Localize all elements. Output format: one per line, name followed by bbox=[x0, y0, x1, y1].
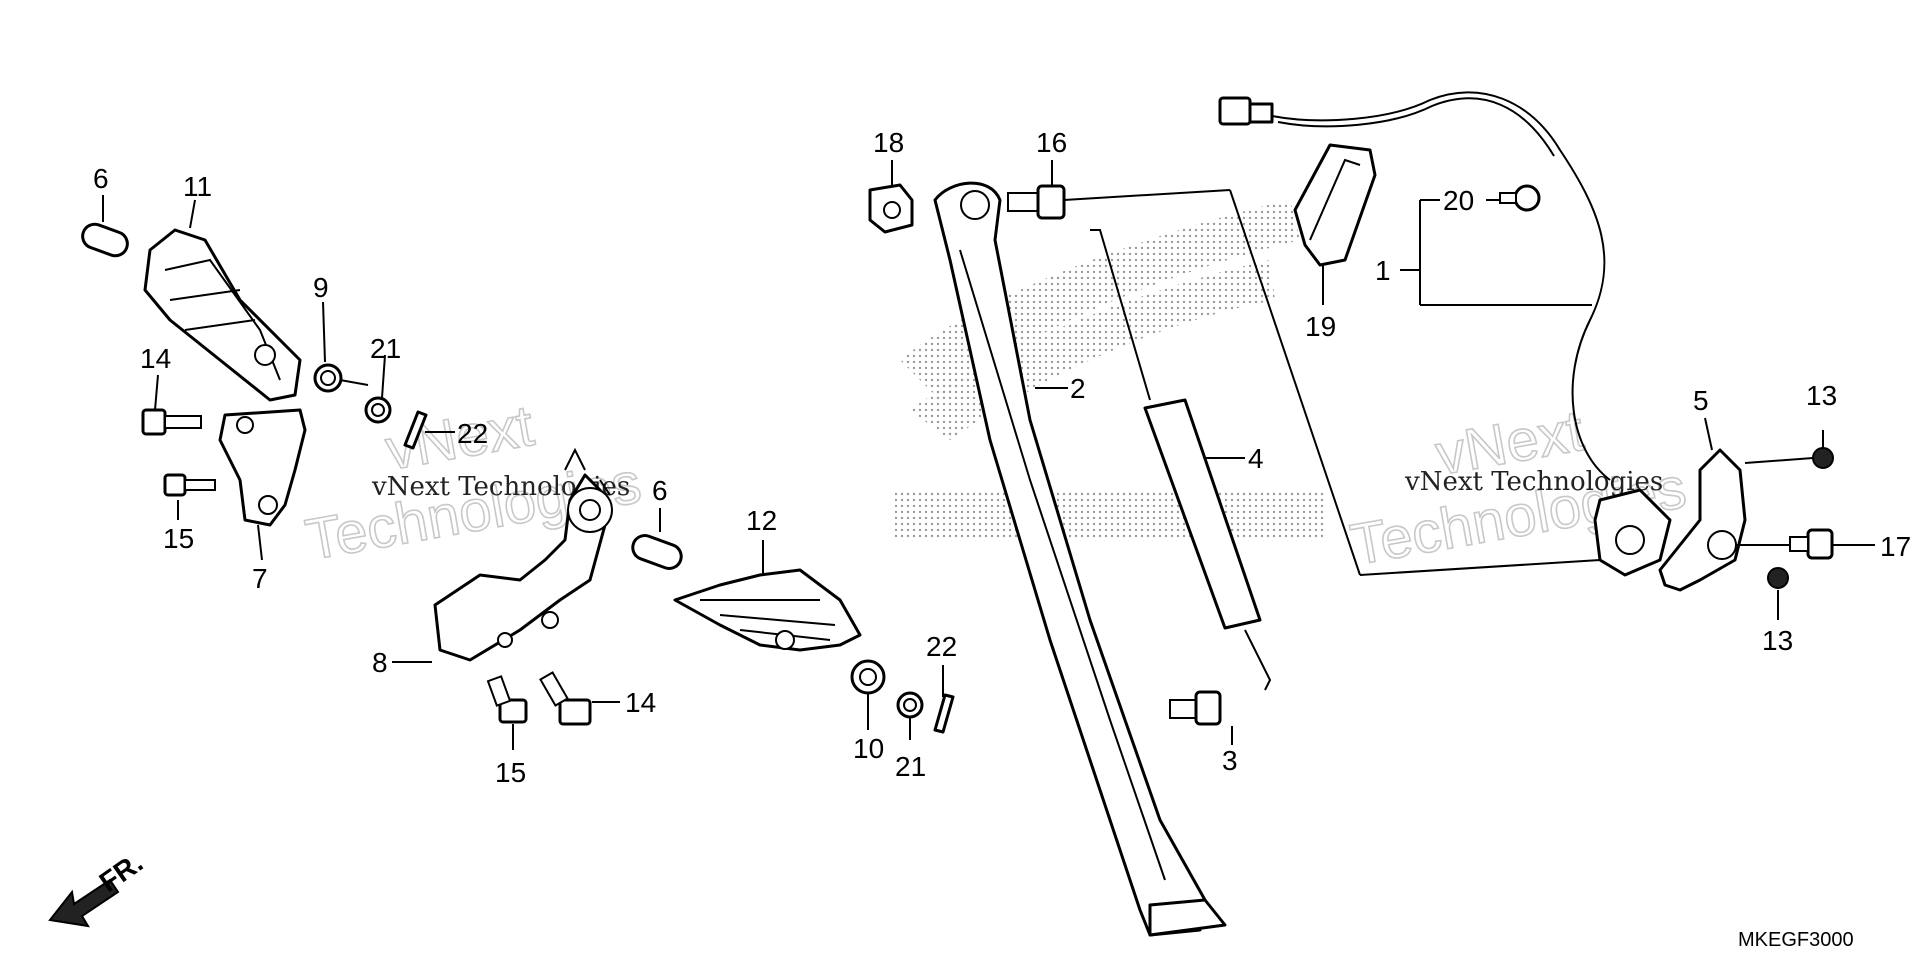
part-15-bolt-left-upper bbox=[163, 473, 216, 497]
callout-4: 4 bbox=[1248, 443, 1264, 474]
part-22-cotter-pin-right bbox=[933, 693, 955, 734]
callout-16: 16 bbox=[1036, 127, 1067, 158]
part-1-sidestand-switch-harness bbox=[1218, 91, 1611, 481]
part-switch-body bbox=[1593, 488, 1672, 577]
part-14-bolt-left-upper bbox=[141, 408, 202, 436]
part-21-washer-right bbox=[896, 691, 924, 719]
leader-lines bbox=[102, 160, 1875, 750]
part-4-spring bbox=[1090, 229, 1272, 691]
callout-15-upper: 15 bbox=[163, 523, 194, 554]
part-6-pin-left bbox=[81, 222, 129, 258]
callout-9: 9 bbox=[313, 272, 329, 303]
callout-21-left: 21 bbox=[370, 333, 401, 364]
front-arrow-icon bbox=[48, 878, 120, 928]
callout-21-right: 21 bbox=[895, 751, 926, 782]
part-21-washer-left bbox=[364, 396, 392, 424]
part-22-cotter-pin-left bbox=[403, 410, 428, 450]
callout-22-right: 22 bbox=[926, 631, 957, 662]
part-6-pin-right bbox=[631, 534, 683, 570]
front-direction-indicator: FR. bbox=[48, 847, 148, 928]
callout-13-upper: 13 bbox=[1806, 380, 1837, 411]
callout-6-left: 6 bbox=[93, 163, 109, 194]
part-20-clip bbox=[1499, 184, 1541, 212]
callout-12: 12 bbox=[746, 505, 777, 536]
part-16-bolt bbox=[1007, 184, 1066, 220]
callout-1: 1 bbox=[1375, 255, 1391, 286]
callout-3: 3 bbox=[1222, 745, 1238, 776]
callout-18: 18 bbox=[873, 127, 904, 158]
part-18-nut bbox=[868, 183, 914, 234]
part-13-bolt-upper bbox=[1812, 447, 1834, 469]
callout-7: 7 bbox=[252, 563, 268, 594]
part-19-clamp bbox=[1293, 143, 1377, 267]
part-14-bolt-lower bbox=[539, 671, 592, 726]
part-15-bolt-lower bbox=[486, 675, 528, 724]
part-2-side-stand-bar bbox=[933, 181, 1227, 937]
callout-6-right: 6 bbox=[652, 475, 668, 506]
part-12-step-footpeg-right bbox=[673, 568, 862, 652]
part-13-bolt-lower bbox=[1767, 567, 1789, 589]
callout-22-left: 22 bbox=[457, 418, 488, 449]
callout-20: 20 bbox=[1443, 185, 1474, 216]
callout-labels: 1 2 3 4 5 6 6 7 8 9 10 11 12 13 13 14 14… bbox=[93, 127, 1911, 788]
callout-2: 2 bbox=[1070, 373, 1086, 404]
part-3-bolt-pin bbox=[1169, 690, 1222, 726]
part-5-bracket-right bbox=[1658, 448, 1747, 592]
callout-14-upper: 14 bbox=[140, 343, 171, 374]
part-7-bracket-left bbox=[218, 408, 307, 527]
callout-15-lower: 15 bbox=[495, 757, 526, 788]
part-8-step-holder bbox=[433, 447, 613, 662]
callout-8: 8 bbox=[372, 647, 388, 678]
callout-11: 11 bbox=[183, 171, 212, 202]
part-9-spring-left bbox=[313, 363, 369, 393]
callout-19: 19 bbox=[1305, 311, 1336, 342]
watermark-small-text: vNext Technologies bbox=[1404, 467, 1663, 497]
part-10-spring-right bbox=[850, 659, 886, 695]
callout-17: 17 bbox=[1880, 531, 1911, 562]
callout-13-lower: 13 bbox=[1762, 625, 1793, 656]
callout-5: 5 bbox=[1693, 385, 1709, 416]
part-17-bolt bbox=[1789, 528, 1834, 560]
part-11-step-footpeg-left bbox=[143, 228, 302, 402]
diagram-code: MKEGF3000 bbox=[1738, 929, 1854, 951]
callout-10: 10 bbox=[853, 733, 884, 764]
callout-14-lower: 14 bbox=[625, 687, 656, 718]
